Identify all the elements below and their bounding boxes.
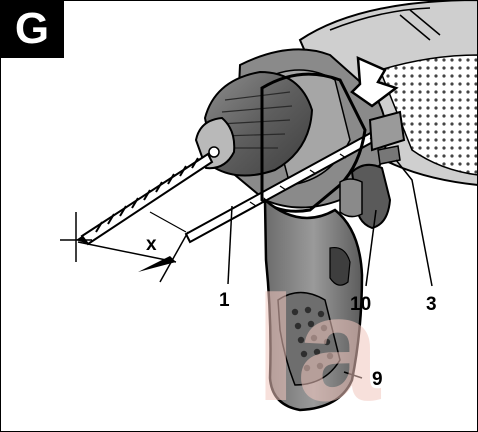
dimension-x-label: x [146, 234, 157, 255]
callout-label-9: 9 [372, 369, 383, 390]
pistol-grip [263, 197, 364, 412]
watermark: la [255, 264, 382, 432]
handle-bracket [260, 72, 406, 213]
figure-badge: G [0, 0, 64, 58]
dimension-x [60, 211, 189, 283]
callout-label-3: 3 [426, 294, 437, 315]
callout-lines [227, 159, 433, 379]
wing-bolt-knob [339, 163, 392, 230]
press-arrow-icon [350, 56, 399, 108]
callout-label-10: 10 [350, 294, 371, 315]
callout-label-1: 1 [219, 290, 230, 311]
